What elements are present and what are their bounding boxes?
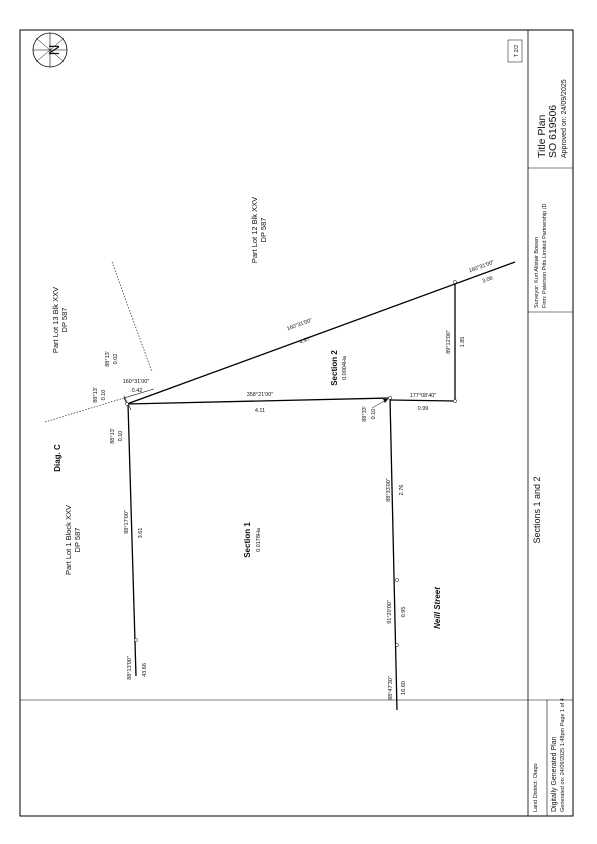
section1-area: 0.0178Ha — [256, 527, 262, 552]
top-bearing: 358°21'00" — [247, 392, 274, 398]
corner-c-distance: 0.10 — [118, 431, 124, 442]
short-bearing: 177°08'40" — [410, 393, 437, 399]
sections-title: Sections 1 and 2 — [532, 476, 542, 543]
diag-boundary-dotted — [44, 397, 125, 423]
section1-name: Section 1 — [243, 522, 252, 558]
corner-c-bearing: 88°13' — [110, 428, 116, 444]
corner-top-distance: 0.42 — [132, 388, 143, 394]
top-distance: 4.11 — [255, 408, 265, 414]
plan-number: SO 619506 — [547, 105, 559, 158]
lot12-dp: DP 587 — [259, 218, 268, 243]
lot13-name: Part Lot 13 Blk XXV — [51, 287, 60, 353]
firm-name: Firm: Paterson Pitts Limited Partnership… — [542, 203, 548, 308]
short-distance: 0.99 — [418, 406, 429, 412]
mid-v-distance: 2.76 — [399, 485, 405, 496]
sheet-border — [19, 29, 574, 817]
left-low-bearing: 88°13'00" — [127, 656, 133, 680]
approved-date: Approved on: 24/09/2025 — [561, 79, 568, 158]
ext-distance: 3.06 — [482, 275, 494, 284]
diag-bearing: 160°31'00" — [286, 318, 313, 333]
generated-title: Digitally Generated Plan — [551, 736, 558, 812]
bot-bearing: 88°47'30" — [388, 676, 394, 700]
corner-a-distance: 0.02 — [113, 354, 119, 365]
ext-bearing: 160°31'00" — [468, 260, 495, 275]
diag-distance: 4.97 — [299, 336, 311, 345]
left-low-distance: 43.66 — [142, 663, 148, 677]
lot1-dp: DP 587 — [73, 528, 82, 553]
section2-area: 0.0004Ha — [342, 355, 348, 380]
survey-marks — [125, 280, 457, 647]
right-v-distance: 1.85 — [460, 337, 466, 348]
mid-v-bearing: 88°33'00" — [386, 478, 392, 502]
sheet-ref-box — [507, 39, 523, 63]
lot1-name: Part Lot 1 Block XXV — [64, 505, 73, 575]
left-v-bearing: 88°17'00" — [124, 510, 130, 534]
mid-low-bearing: 91°20'00" — [387, 600, 393, 624]
corner-top-bearing: 160°31'00" — [123, 379, 150, 385]
north-arrow-icon: N — [32, 32, 68, 68]
mid-corner-distance: 0.10 — [371, 409, 377, 420]
land-district: Land District: Otago — [533, 763, 539, 812]
corner-a-bearing: 88°13' — [105, 351, 111, 367]
section2-name: Section 2 — [330, 350, 339, 386]
north-letter: N — [46, 45, 63, 56]
street-name: Neill Street — [433, 587, 442, 629]
sheet-ref: T 2/2 — [514, 45, 520, 57]
leader-arrow-icon — [383, 399, 388, 403]
boundary-lines — [126, 261, 516, 711]
left-v-distance: 3.61 — [138, 528, 144, 539]
lot13-dp: DP 587 — [60, 308, 69, 333]
bot-distance: 16.60 — [401, 681, 407, 695]
lot12-name: Part Lot 12 Blk XXV — [250, 197, 259, 263]
corner-b-bearing: 88°13' — [93, 387, 99, 403]
diag-label: Diag. C — [53, 444, 62, 472]
generated-note: Generated on: 24/09/2025 1:48pm Page 1 o… — [560, 698, 566, 812]
plan-title: Title Plan — [536, 114, 548, 158]
surveyor-name: Surveyor: Kurt Alistair Bowen — [534, 237, 540, 308]
corner-b-distance: 0.10 — [101, 390, 107, 401]
mid-low-distance: 0.95 — [401, 607, 407, 618]
mid-corner-bearing: 88°33' — [362, 406, 368, 422]
right-v-bearing: 89°12'00" — [446, 330, 452, 354]
leader-line — [371, 399, 387, 409]
